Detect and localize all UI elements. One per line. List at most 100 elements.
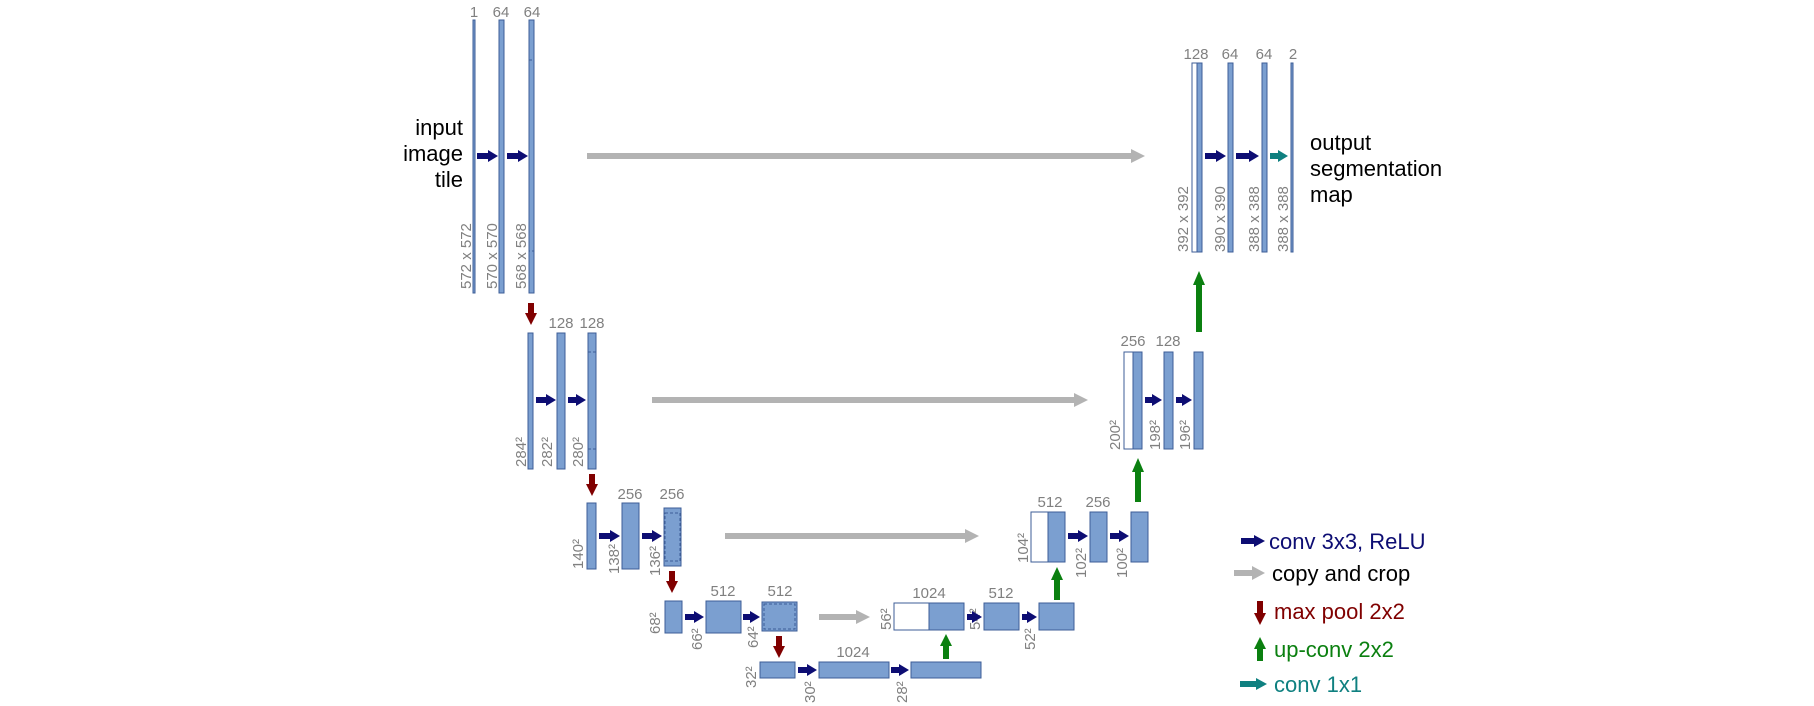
conv-arrow [685, 611, 704, 623]
channel-count: 128 [579, 315, 604, 332]
conv-arrow [1068, 530, 1088, 542]
spatial-size: 198² [1147, 420, 1164, 450]
feature-map [759, 661, 796, 679]
copy-arrow-icon [1234, 566, 1265, 580]
copied-feature-map [1123, 351, 1134, 450]
output-label: map [1310, 182, 1353, 207]
channel-count: 256 [617, 486, 642, 503]
spatial-size: 570 x 570 [484, 223, 501, 289]
copied-feature-map [1030, 511, 1049, 563]
feature-map [1038, 602, 1075, 631]
spatial-size: 280² [570, 437, 587, 467]
feature-map [1261, 62, 1268, 253]
output-map [1290, 62, 1294, 253]
input-label: input [415, 115, 463, 140]
spatial-size: 102² [1073, 548, 1090, 578]
copied-feature-map [1191, 62, 1198, 253]
channel-count: 1024 [836, 644, 869, 661]
spatial-size: 66² [689, 628, 706, 650]
copy-crop-arrow [725, 529, 979, 543]
feature-map [910, 661, 982, 679]
spatial-size: 52² [1022, 628, 1039, 650]
feature-map [663, 507, 682, 567]
channel-count: 64 [493, 4, 510, 21]
copy-crop-arrow [819, 610, 870, 624]
legend-copy: copy and crop [1234, 561, 1410, 586]
max-pool-arrow [525, 303, 537, 325]
legend-label-pool: max pool 2x2 [1274, 599, 1405, 624]
channel-count: 1024 [912, 585, 945, 602]
legend-label-upconv: up-conv 2x2 [1274, 637, 1394, 662]
feature-map [586, 502, 597, 570]
feature-map [1196, 62, 1203, 253]
crop-region [528, 59, 535, 252]
feature-map [1132, 351, 1143, 450]
conv-arrow [642, 530, 662, 542]
channel-count: 512 [710, 583, 735, 600]
encoder-level-1: 1 64 64 572 x 572 570 x 570 568 x 568 in… [403, 4, 541, 294]
feature-map [621, 502, 640, 570]
conv-arrow [1176, 394, 1192, 406]
conv-arrow [1205, 150, 1226, 162]
spatial-size: 572 x 572 [458, 223, 475, 289]
channel-count: 256 [1120, 333, 1145, 350]
conv-arrow [798, 664, 817, 676]
conv-arrow [743, 611, 760, 623]
conv-arrow [507, 150, 528, 162]
crop-region [664, 512, 681, 562]
decoder-level-3: 512 256 104² 102² 100² [1015, 494, 1149, 578]
feature-map [1227, 62, 1234, 253]
feature-map [1089, 511, 1108, 563]
conv-arrow [599, 530, 620, 542]
crop-region [763, 603, 796, 630]
legend-label-conv1x1: conv 1x1 [1274, 672, 1362, 697]
channel-count: 128 [1183, 46, 1208, 63]
decoder-level-2: 256 128 200² 198² 196² [1107, 333, 1204, 450]
spatial-size: 138² [606, 544, 623, 574]
encoder-level-2: 128 128 284² 282² 280² [513, 315, 605, 470]
feature-map [983, 602, 1020, 631]
legend-upconv: up-conv 2x2 [1254, 637, 1394, 662]
spatial-size: 64² [745, 626, 762, 648]
conv-arrow [536, 394, 556, 406]
encoder-level-3: 256 256 140² 138² 136² [570, 486, 685, 576]
channel-count: 64 [524, 4, 541, 21]
conv-arrow [1145, 394, 1162, 406]
conv-arrow [568, 394, 586, 406]
spatial-size: 30² [802, 681, 819, 703]
feature-map [1130, 511, 1149, 563]
spatial-size: 284² [513, 437, 530, 467]
spatial-size: 196² [1177, 420, 1194, 450]
max-pool-arrow [586, 474, 598, 496]
encoder-level-4: 512 512 68² 66² 64² [647, 583, 798, 650]
max-pool-arrow [666, 571, 678, 593]
channel-count: 128 [1155, 333, 1180, 350]
spatial-size: 568 x 568 [513, 223, 530, 289]
conv-arrow [1110, 530, 1129, 542]
channel-count: 1 [470, 4, 478, 21]
spatial-size: 68² [647, 612, 664, 634]
conv1x1-arrow [1270, 150, 1288, 162]
conv-arrow-icon [1241, 535, 1265, 547]
conv-arrow [967, 611, 982, 623]
decoder-level-4: 1024 512 56² 54² 52² [878, 585, 1075, 650]
bottleneck: 1024 32² 30² 28² [743, 644, 982, 703]
channel-count: 2 [1289, 46, 1297, 63]
channel-count: 64 [1256, 46, 1273, 63]
feature-map [1047, 511, 1066, 563]
max-pool-arrow-icon [1254, 601, 1266, 625]
spatial-size: 392 x 392 [1175, 186, 1192, 252]
spatial-size: 200² [1107, 420, 1124, 450]
feature-map [761, 601, 798, 632]
spatial-size: 56² [878, 608, 895, 630]
up-conv-arrow-icon [1254, 637, 1266, 661]
spatial-size: 104² [1015, 533, 1032, 563]
feature-map [1193, 351, 1204, 450]
max-pool-arrow [773, 636, 785, 658]
legend-label-conv: conv 3x3, ReLU [1269, 529, 1426, 554]
legend-label-copy: copy and crop [1272, 561, 1410, 586]
feature-map [1163, 351, 1174, 450]
input-label: image [403, 141, 463, 166]
spatial-size: 100² [1114, 548, 1131, 578]
